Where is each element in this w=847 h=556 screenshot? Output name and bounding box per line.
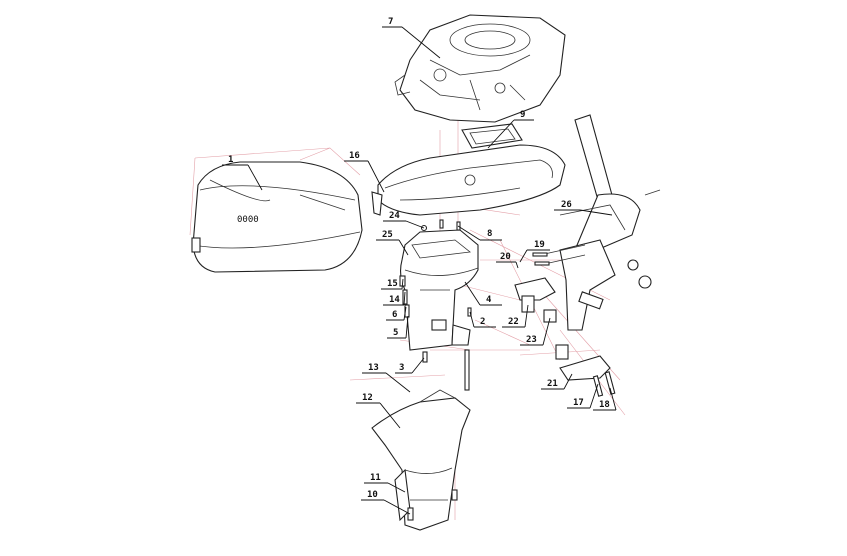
leader-line bbox=[344, 160, 385, 193]
part-gasket bbox=[461, 123, 523, 149]
leader-line bbox=[383, 291, 406, 306]
callout-26: 26 bbox=[554, 200, 613, 216]
callout-7: 7 bbox=[382, 17, 441, 59]
callout-number: 12 bbox=[362, 393, 373, 403]
part-powerhead bbox=[394, 14, 566, 123]
callout-25: 25 bbox=[376, 230, 409, 256]
callout-2: 2 bbox=[469, 311, 496, 328]
leader-line bbox=[381, 278, 404, 290]
callout-6: 6 bbox=[386, 306, 407, 321]
callout-number: 23 bbox=[526, 335, 537, 345]
leader-line bbox=[496, 261, 519, 269]
callout-22: 22 bbox=[502, 304, 529, 328]
callout-number: 2 bbox=[480, 317, 485, 327]
callout-number: 14 bbox=[389, 295, 400, 305]
leader-line bbox=[222, 164, 263, 191]
callout-4: 4 bbox=[464, 281, 502, 306]
leader-line bbox=[382, 26, 441, 59]
leader-line bbox=[487, 119, 534, 149]
callout-16: 16 bbox=[344, 151, 385, 193]
callout-23: 23 bbox=[520, 317, 551, 346]
cowling-marking: 0000 bbox=[237, 215, 259, 225]
part-steering-bracket bbox=[539, 114, 661, 331]
callout-11: 11 bbox=[364, 473, 406, 493]
callout-17: 17 bbox=[567, 383, 599, 409]
leader-line bbox=[362, 372, 411, 393]
callout-number: 6 bbox=[392, 310, 397, 320]
callout-number: 18 bbox=[599, 400, 610, 410]
leader-line bbox=[376, 239, 409, 256]
leader-line bbox=[520, 317, 551, 346]
leader-line bbox=[464, 281, 502, 306]
callout-number: 1 bbox=[228, 155, 233, 165]
callout-15: 15 bbox=[381, 278, 404, 290]
leader-line bbox=[356, 402, 401, 429]
callout-5: 5 bbox=[387, 315, 409, 339]
callout-21: 21 bbox=[541, 373, 573, 390]
callout-number: 3 bbox=[399, 363, 404, 373]
callout-number: 13 bbox=[368, 363, 379, 373]
callout-number: 26 bbox=[561, 200, 572, 210]
leader-line bbox=[364, 482, 406, 493]
callout-number: 24 bbox=[389, 211, 400, 221]
callout-20: 20 bbox=[496, 252, 519, 269]
callout-3: 3 bbox=[395, 357, 425, 374]
callout-number: 11 bbox=[370, 473, 381, 483]
callout-9: 9 bbox=[487, 110, 534, 149]
callout-19: 19 bbox=[519, 240, 550, 263]
leader-line bbox=[469, 311, 496, 328]
callout-10: 10 bbox=[361, 490, 411, 515]
leader-line bbox=[387, 315, 409, 339]
part-top-cowling: 0000 bbox=[191, 161, 363, 273]
callout-13: 13 bbox=[362, 363, 411, 393]
callout-number: 22 bbox=[508, 317, 519, 327]
callout-24: 24 bbox=[383, 211, 425, 229]
callout-number: 15 bbox=[387, 279, 398, 289]
callout-8: 8 bbox=[457, 225, 502, 241]
callout-number: 19 bbox=[534, 240, 545, 250]
callout-14: 14 bbox=[383, 291, 406, 306]
leader-line bbox=[519, 249, 550, 263]
callout-number: 17 bbox=[573, 398, 584, 408]
leader-line bbox=[457, 225, 502, 241]
leader-line bbox=[361, 499, 411, 515]
part-midsection bbox=[399, 229, 479, 351]
callout-number: 21 bbox=[547, 379, 558, 389]
leader-line bbox=[541, 373, 573, 390]
leader-line bbox=[395, 357, 425, 374]
callout-number: 25 bbox=[382, 230, 393, 240]
callout-12: 12 bbox=[356, 393, 401, 429]
callout-number: 5 bbox=[393, 328, 398, 338]
leader-line bbox=[502, 304, 529, 328]
callout-number: 16 bbox=[349, 151, 360, 161]
callout-number: 7 bbox=[388, 17, 393, 27]
leader-line bbox=[383, 220, 425, 229]
leader-line bbox=[554, 209, 613, 216]
callout-number: 9 bbox=[520, 110, 525, 120]
callout-number: 4 bbox=[486, 295, 492, 305]
leader-line bbox=[593, 387, 617, 411]
callout-18: 18 bbox=[593, 387, 617, 411]
part-clamp-hardware bbox=[514, 252, 616, 397]
callout-number: 20 bbox=[500, 252, 511, 262]
callout-number: 8 bbox=[487, 229, 492, 239]
callout-1: 1 bbox=[222, 155, 263, 191]
part-bottom-cowling bbox=[371, 144, 566, 216]
callout-number: 10 bbox=[367, 490, 378, 500]
leader-line bbox=[567, 383, 599, 409]
leader-line bbox=[386, 306, 407, 321]
